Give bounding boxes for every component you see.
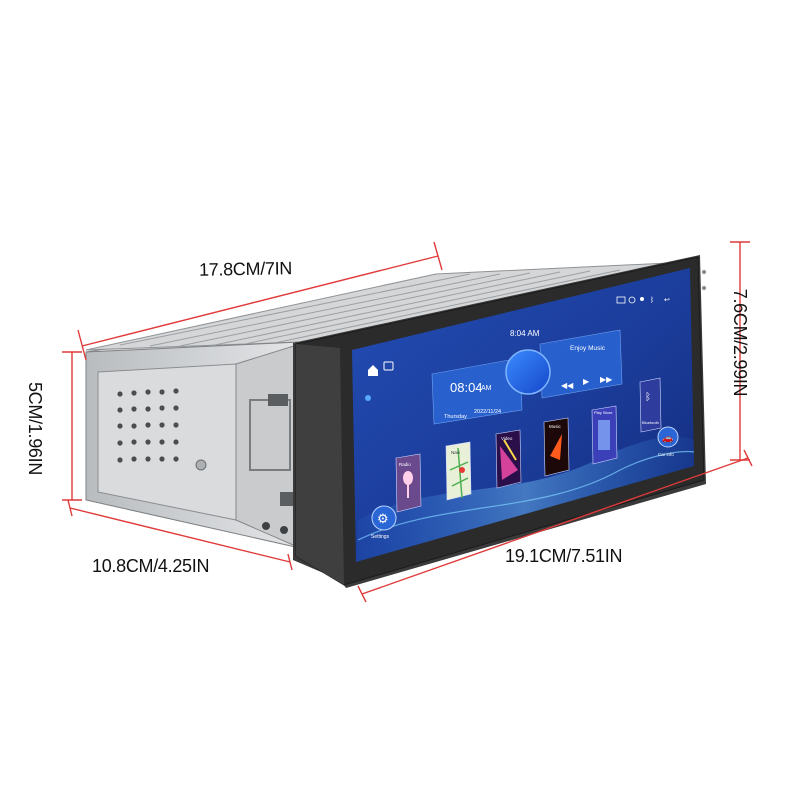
right-height-label: 7.6CM/2.99IN [730, 288, 751, 397]
top-length-label: 17.8CM/7IN [198, 258, 293, 280]
app-play-store[interactable]: Play Store [591, 405, 618, 465]
back-icon: ↩ [664, 296, 670, 304]
guitar-icon [550, 434, 562, 460]
bluetooth-icon: ᛒ [650, 296, 654, 304]
app-bluetooth[interactable]: ᛒ Bluetooth [639, 377, 662, 433]
app-label-navi: Navi [451, 450, 460, 455]
app-label-music: Music [549, 424, 562, 429]
app-label-video: Video [501, 436, 513, 441]
left-height-label: 5CM/1.96IN [25, 381, 46, 476]
map-pin-icon [459, 467, 465, 473]
play-icon[interactable]: ▶ [583, 377, 590, 386]
screen-time: 8:04 AM [510, 329, 540, 338]
music-disc-icon[interactable] [505, 349, 551, 395]
bottom-depth-label: 10.8CM/4.25IN [92, 556, 210, 576]
clock-day: Thursday [444, 414, 467, 420]
video-graphic-icon [500, 446, 518, 480]
status-icons: ᛒ ↩ [616, 296, 670, 304]
app-radio[interactable]: Radio [395, 453, 422, 513]
music-prompt: Enjoy Music [570, 345, 606, 352]
app-video[interactable]: Video [495, 429, 522, 489]
screen-status-bar: 8:04 AM ᛒ ↩ [365, 296, 670, 401]
app-label-bluetooth: Bluetooth [642, 420, 659, 425]
bottom-width-line [361, 457, 749, 595]
app-label-radio: Radio [399, 462, 411, 467]
music-widget[interactable]: Enjoy Music ◀◀ ▶ ▶▶ [505, 329, 623, 399]
home-icon[interactable] [368, 365, 378, 376]
clock-time: 08:04 [450, 380, 483, 395]
bottom-depth-line [69, 507, 291, 563]
settings-shortcut[interactable]: ⚙ Settings [371, 505, 397, 540]
app-music[interactable]: Music [543, 417, 570, 477]
settings-label: Settings [371, 534, 390, 540]
dimension-lines [62, 241, 753, 603]
bluetooth-app-icon: ᛒ [645, 392, 651, 403]
location-icon [640, 297, 644, 301]
car-info-label: Car info [658, 452, 674, 457]
app-label-play-store: Play Store [594, 410, 613, 415]
gear-icon: ⚙ [377, 511, 389, 526]
car-icon: 🚗 [662, 433, 673, 443]
car-info-shortcut[interactable]: 🚗 Car info [657, 426, 679, 457]
recent-apps-icon[interactable] [383, 361, 394, 371]
wifi-icon [628, 296, 636, 304]
microphone-icon [403, 471, 413, 485]
clock-date: 2022/11/24 [474, 409, 501, 415]
cast-icon [616, 296, 626, 304]
metal-chassis [85, 261, 691, 549]
app-row: Radio Navi Video Music [395, 377, 662, 513]
clock-widget[interactable]: 08:04 AM Thursday 2022/11/24 [431, 357, 523, 425]
next-track-icon[interactable]: ▶▶ [600, 375, 613, 384]
app-navi[interactable]: Navi [445, 441, 472, 501]
previous-track-icon[interactable]: ◀◀ [561, 381, 574, 390]
store-graphic-icon [598, 420, 610, 450]
top-length-line [81, 255, 439, 347]
indicator-dot-icon [365, 395, 371, 401]
clock-ampm: AM [481, 385, 492, 392]
bottom-width-label: 19.1CM/7.51IN [505, 546, 623, 566]
